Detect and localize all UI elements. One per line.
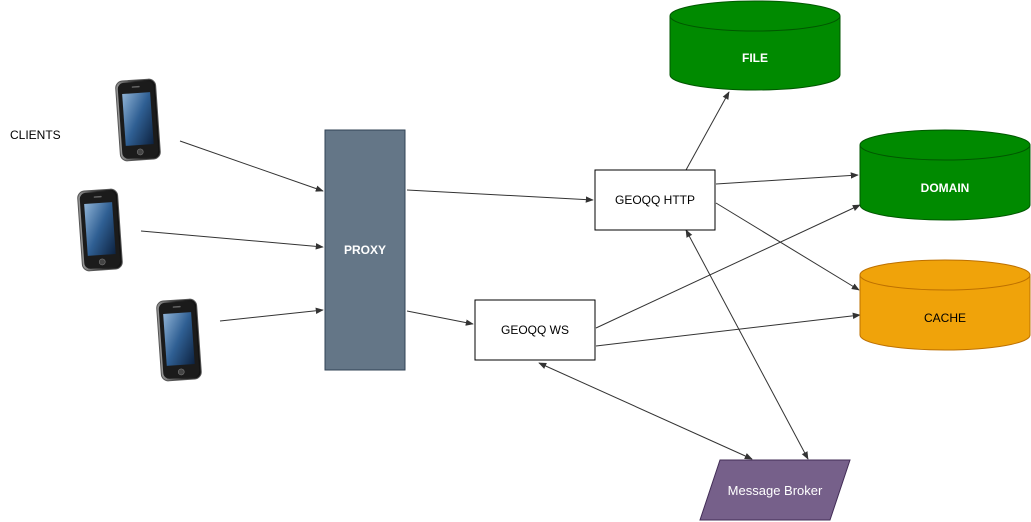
geoqq-ws-label: GEOQQ WS (501, 323, 569, 337)
geoqq-http-label: GEOQQ HTTP (615, 193, 695, 207)
message-broker-label: Message Broker (728, 483, 823, 498)
proxy-node[interactable]: PROXY (324, 129, 406, 371)
edge-http-cache (715, 202, 860, 291)
edge-ws-broker (538, 362, 753, 460)
edge-client3-proxy (219, 307, 324, 322)
geoqq-http-node[interactable]: GEOQQ HTTP (594, 169, 716, 231)
cache-database-node[interactable]: CACHE (859, 259, 1031, 351)
domain-database-node[interactable]: DOMAIN (859, 129, 1031, 221)
clients-group: CLIENTS (10, 78, 203, 382)
edge-proxy-http (406, 189, 594, 203)
file-label: FILE (742, 51, 768, 65)
file-database-node[interactable]: FILE (669, 0, 841, 91)
edge-http-domain (715, 172, 859, 185)
domain-label: DOMAIN (921, 181, 970, 195)
clients-label: CLIENTS (10, 128, 61, 142)
edge-proxy-ws (406, 310, 474, 326)
edge-http-broker (685, 229, 809, 460)
proxy-label: PROXY (344, 243, 386, 257)
edge-client1-proxy (179, 140, 324, 192)
edge-client2-proxy (140, 230, 324, 250)
smartphone-icon (114, 78, 162, 162)
cache-label: CACHE (924, 311, 966, 325)
smartphone-icon (76, 188, 124, 272)
message-broker-node[interactable]: Message Broker (699, 459, 851, 521)
edge-http-file (685, 91, 730, 171)
edges (140, 91, 861, 460)
geoqq-ws-node[interactable]: GEOQQ WS (474, 299, 596, 361)
edge-ws-cache (595, 312, 861, 347)
smartphone-icon (155, 298, 203, 382)
